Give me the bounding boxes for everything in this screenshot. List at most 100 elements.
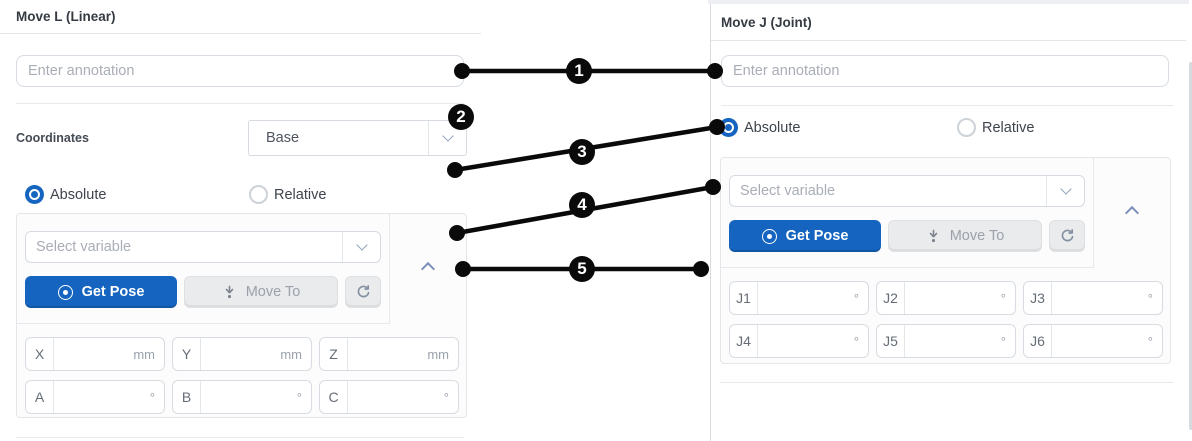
j6-label: J6	[1024, 325, 1052, 357]
move-j-title-bar: Move J (Joint)	[711, 4, 1186, 41]
collapse-toggle-right[interactable]	[1124, 203, 1140, 223]
chevron-down-icon	[355, 239, 368, 251]
b-unit: °	[296, 389, 302, 405]
callout-badge-5: 5	[569, 256, 595, 282]
absolute-radio-group-right[interactable]: Absolute	[719, 118, 800, 137]
j4-value-input[interactable]	[758, 325, 854, 357]
move-to-label-right: Move To	[949, 228, 1005, 244]
annotation-input-left[interactable]	[16, 55, 464, 87]
target-circle-icon	[57, 284, 73, 300]
j2-field: J2 °	[876, 281, 1016, 315]
relative-radio-group-left[interactable]: Relative	[249, 185, 326, 204]
j1-value-input[interactable]	[758, 282, 854, 314]
j3-label: J3	[1024, 282, 1052, 314]
x-value-input[interactable]	[54, 338, 134, 370]
cartesian-grid: X mm Y mm Z mm	[17, 324, 466, 414]
b-field: B °	[172, 380, 312, 414]
top-strip	[708, 0, 1189, 4]
scrollbar-thumb[interactable]	[1189, 62, 1192, 430]
relative-radio-group-right[interactable]: Relative	[957, 118, 1034, 137]
relative-radio-left[interactable]	[249, 185, 268, 204]
pose-controls-right: Select variable Get Pose	[721, 158, 1094, 268]
callout-badge-1: 1	[566, 58, 592, 84]
y-unit: mm	[280, 346, 302, 362]
get-pose-button-left[interactable]: Get Pose	[25, 276, 177, 308]
variable-dropdown-arrow-left[interactable]	[342, 232, 380, 262]
z-value-input[interactable]	[348, 338, 428, 370]
joint-grid: J1 ° J2 ° J3 °	[721, 268, 1170, 358]
j3-value-input[interactable]	[1052, 282, 1148, 314]
move-to-button-left[interactable]: Move To	[184, 276, 338, 308]
a-label: A	[26, 381, 54, 413]
chevron-up-icon	[420, 261, 436, 277]
j1-field: J1 °	[729, 281, 869, 315]
j3-field: J3 °	[1023, 281, 1163, 315]
z-unit: mm	[427, 346, 449, 362]
x-unit: mm	[133, 346, 155, 362]
get-pose-button-right[interactable]: Get Pose	[729, 220, 881, 252]
j6-value-input[interactable]	[1052, 325, 1148, 357]
relative-label-left: Relative	[274, 186, 327, 203]
variable-placeholder-left: Select variable	[36, 239, 132, 255]
callout-dot	[693, 261, 709, 277]
variable-select-left[interactable]: Select variable	[25, 231, 381, 263]
variable-placeholder-right: Select variable	[740, 183, 836, 199]
z-field: Z mm	[319, 337, 459, 371]
pose-box-left: Select variable Get Pose	[16, 213, 467, 418]
refresh-icon	[357, 285, 370, 298]
j2-value-input[interactable]	[905, 282, 1001, 314]
j4-unit: °	[853, 333, 859, 349]
j1-label: J1	[730, 282, 758, 314]
refresh-button-left[interactable]	[345, 276, 381, 308]
y-field: Y mm	[172, 337, 312, 371]
chevron-up-icon	[1124, 205, 1140, 221]
j5-value-input[interactable]	[905, 325, 1001, 357]
relative-radio-right[interactable]	[957, 118, 976, 137]
coordinates-value: Base	[266, 130, 300, 146]
refresh-button-right[interactable]	[1049, 220, 1085, 252]
j5-field: J5 °	[876, 324, 1016, 358]
divider	[16, 103, 464, 104]
chevron-down-icon	[441, 130, 454, 142]
get-pose-label-left: Get Pose	[81, 284, 145, 300]
move-l-panel: Move L (Linear) Coordinates Base Absolut…	[0, 0, 481, 441]
y-label: Y	[173, 338, 201, 370]
a-value-input[interactable]	[54, 381, 150, 413]
a-field: A °	[25, 380, 165, 414]
absolute-radio-group-left[interactable]: Absolute	[25, 185, 106, 204]
j5-unit: °	[1000, 333, 1006, 349]
y-value-input[interactable]	[201, 338, 281, 370]
dropdown-arrow-cell[interactable]	[428, 121, 466, 155]
variable-select-right[interactable]: Select variable	[729, 175, 1085, 207]
b-label: B	[173, 381, 201, 413]
divider	[16, 437, 464, 438]
collapse-toggle-left[interactable]	[420, 259, 436, 279]
j4-label: J4	[730, 325, 758, 357]
j6-unit: °	[1147, 333, 1153, 349]
annotation-input-right[interactable]	[721, 55, 1169, 87]
absolute-radio-right[interactable]	[719, 118, 738, 137]
j2-unit: °	[1000, 290, 1006, 306]
chevron-down-icon	[1059, 183, 1072, 195]
move-to-label-left: Move To	[245, 284, 301, 300]
absolute-label-left: Absolute	[50, 186, 107, 203]
divider	[720, 382, 1173, 383]
move-j-title: Move J (Joint)	[721, 14, 812, 30]
relative-label-right: Relative	[982, 119, 1035, 136]
divider	[721, 105, 1173, 106]
arrow-down-to-point-icon	[225, 285, 234, 298]
absolute-radio-left[interactable]	[25, 185, 44, 204]
coordinates-dropdown[interactable]: Base	[248, 120, 467, 156]
c-field: C °	[319, 380, 459, 414]
move-j-panel: Move J (Joint) Absolute Relative Select …	[708, 0, 1192, 441]
variable-dropdown-arrow-right[interactable]	[1046, 176, 1084, 206]
pose-box-right: Select variable Get Pose	[720, 157, 1171, 364]
j6-field: J6 °	[1023, 324, 1163, 358]
x-field: X mm	[25, 337, 165, 371]
move-to-button-right[interactable]: Move To	[888, 220, 1042, 252]
coordinates-label: Coordinates	[16, 131, 89, 145]
b-value-input[interactable]	[201, 381, 297, 413]
arrow-down-to-point-icon	[929, 229, 938, 242]
c-value-input[interactable]	[348, 381, 444, 413]
j5-label: J5	[877, 325, 905, 357]
